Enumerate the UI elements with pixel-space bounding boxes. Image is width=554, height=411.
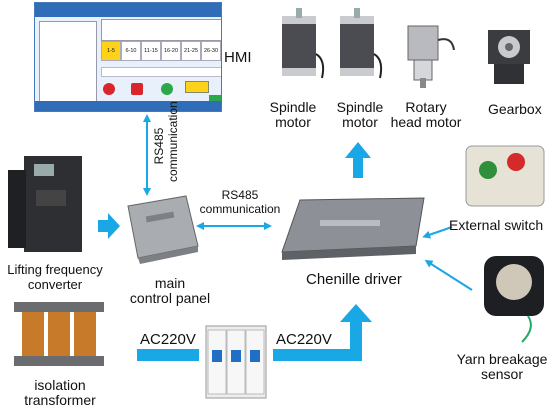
gearbox-icon bbox=[488, 30, 530, 84]
hmi-tab-1[interactable]: 1-5 bbox=[101, 41, 121, 61]
spindle-motor-2-line1: Spindle bbox=[336, 99, 384, 115]
hmi-tab-2[interactable]: 6-10 bbox=[121, 41, 141, 61]
rotary-head-motor-label: Rotary head motor bbox=[388, 100, 464, 130]
external-switch-icon bbox=[465, 145, 545, 207]
hmi-tab-6[interactable]: 26-30 bbox=[201, 41, 221, 61]
rs485-horizontal-line1: RS485 bbox=[221, 188, 259, 202]
rs485-horizontal-line2: communication bbox=[199, 202, 281, 216]
gearbox-label: Gearbox bbox=[488, 101, 542, 117]
hmi-data-table bbox=[101, 19, 221, 41]
rotary-head-motor-line1: Rotary bbox=[405, 99, 447, 115]
breaker-to-driver-arrow bbox=[273, 304, 372, 361]
hmi-tabs: 1-5 6-10 11-15 16-20 21-25 26-30 bbox=[101, 41, 221, 61]
yarn-breakage-sensor-line2: sensor bbox=[480, 366, 524, 382]
yarn-sensor-line bbox=[424, 259, 473, 291]
driver-to-motors-arrow bbox=[345, 142, 371, 178]
external-switch-arrow bbox=[422, 226, 453, 239]
hmi-footer bbox=[35, 101, 221, 111]
hmi-tab-3[interactable]: 11-15 bbox=[141, 41, 161, 61]
chenille-driver-label: Chenille driver bbox=[306, 271, 402, 288]
converter-to-panel-arrow bbox=[98, 213, 120, 239]
spindle-motor-1-icon bbox=[282, 8, 325, 79]
yarn-breakage-sensor-icon bbox=[484, 256, 544, 343]
yarn-breakage-sensor-label: Yarn breakage sensor bbox=[450, 352, 554, 382]
frequency-converter-label: Lifting frequency converter bbox=[0, 262, 110, 292]
spindle-motor-1-line1: Spindle bbox=[269, 99, 317, 115]
hmi-tab-5[interactable]: 21-25 bbox=[181, 41, 201, 61]
ac-left-bar bbox=[137, 349, 199, 361]
rotary-head-motor-line2: head motor bbox=[390, 114, 462, 130]
ac220v-right-label: AC220V bbox=[276, 331, 332, 348]
external-switch-label: External switch bbox=[449, 217, 544, 233]
circuit-breaker-icon bbox=[205, 325, 267, 399]
hmi-stop-button[interactable] bbox=[131, 83, 143, 95]
spindle-motor-2-label: Spindle motor bbox=[332, 100, 388, 130]
rs485-vertical-line2: communication bbox=[166, 101, 180, 182]
hmi-tab-4[interactable]: 16-20 bbox=[161, 41, 181, 61]
hmi-status-row bbox=[101, 67, 221, 77]
rs485-vertical-label: RS485 communication bbox=[152, 101, 180, 182]
isolation-transformer-icon bbox=[14, 302, 104, 366]
hmi-label: HMI bbox=[224, 49, 252, 66]
hmi-title-bar bbox=[35, 3, 221, 17]
spindle-motor-1-label: Spindle motor bbox=[265, 100, 321, 130]
frequency-converter-line2: converter bbox=[27, 277, 83, 292]
spindle-motor-2-icon bbox=[340, 8, 383, 79]
frequency-converter-icon bbox=[8, 156, 82, 252]
main-control-panel-line1: main bbox=[154, 275, 186, 291]
frequency-converter-line1: Lifting frequency bbox=[7, 262, 103, 277]
spindle-motor-1-line2: motor bbox=[275, 114, 311, 130]
home-icon[interactable] bbox=[209, 95, 221, 105]
isolation-transformer-line1: isolation bbox=[34, 377, 86, 393]
chenille-driver-icon bbox=[281, 197, 425, 260]
main-control-panel-label: main control panel bbox=[120, 276, 220, 306]
hmi-left-panel bbox=[39, 21, 97, 103]
rs485-vertical-line1: RS485 bbox=[152, 127, 166, 165]
isolation-transformer-label: isolation transformer bbox=[10, 378, 110, 408]
hmi-screen: 1-5 6-10 11-15 16-20 21-25 26-30 bbox=[34, 2, 222, 112]
yarn-breakage-sensor-line1: Yarn breakage bbox=[456, 351, 548, 367]
hmi-yellow-button[interactable] bbox=[185, 81, 209, 93]
main-control-panel-line2: control panel bbox=[129, 290, 211, 306]
main-control-panel-icon bbox=[127, 195, 199, 264]
rs485-horizontal-label: RS485 communication bbox=[196, 188, 284, 216]
isolation-transformer-line2: transformer bbox=[24, 392, 96, 408]
spindle-motor-2-line2: motor bbox=[342, 114, 378, 130]
hmi-start-button[interactable] bbox=[103, 83, 115, 95]
rotary-head-motor-icon bbox=[407, 25, 455, 88]
hmi-reset-button[interactable] bbox=[161, 83, 173, 95]
ac220v-left-label: AC220V bbox=[140, 331, 196, 348]
